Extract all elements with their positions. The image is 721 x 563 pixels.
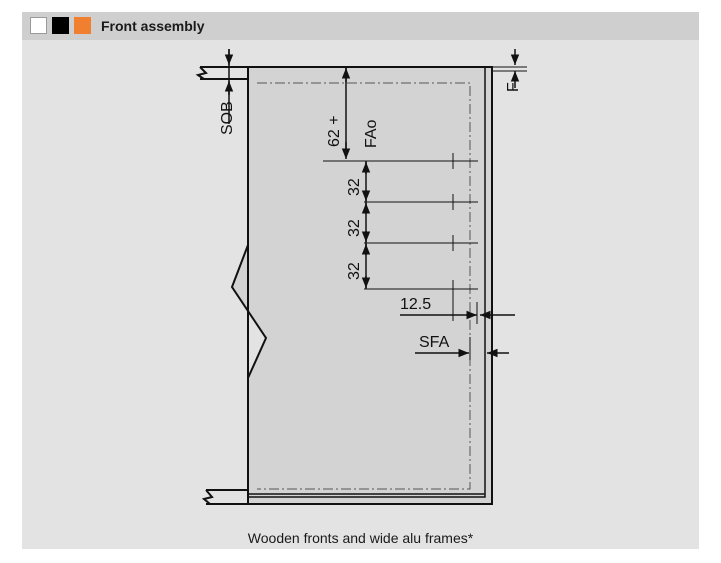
front-panel-inner bbox=[247, 66, 486, 498]
sfa-label: SFA bbox=[419, 334, 450, 351]
top-panel bbox=[195, 66, 248, 80]
dim-32-label-c: 32 bbox=[346, 262, 363, 280]
dim-32-label-b: 32 bbox=[346, 219, 363, 237]
front-assembly-diagram: SOB F 62 + FAo 32 32 32 bbox=[195, 49, 527, 505]
panel-title: Front assembly bbox=[101, 18, 205, 34]
dim-32-label-a: 32 bbox=[346, 178, 363, 196]
reference-line bbox=[257, 82, 471, 490]
caption: Wooden fronts and wide alu frames* bbox=[247, 530, 474, 546]
orange-swatch bbox=[74, 17, 91, 34]
fao-label-line2: FAo bbox=[363, 119, 380, 148]
front-assembly-panel: Front assembly SOB F bbox=[22, 12, 699, 549]
fao-label-line1: 62 + bbox=[326, 115, 343, 147]
sob-label: SOB bbox=[219, 101, 236, 135]
black-swatch bbox=[52, 17, 69, 34]
f-label: F bbox=[505, 82, 522, 92]
panel-header: Front assembly bbox=[22, 12, 699, 40]
white-swatch bbox=[30, 17, 47, 34]
bottom-panel bbox=[201, 489, 248, 505]
dim-12-5-label: 12.5 bbox=[400, 296, 431, 313]
